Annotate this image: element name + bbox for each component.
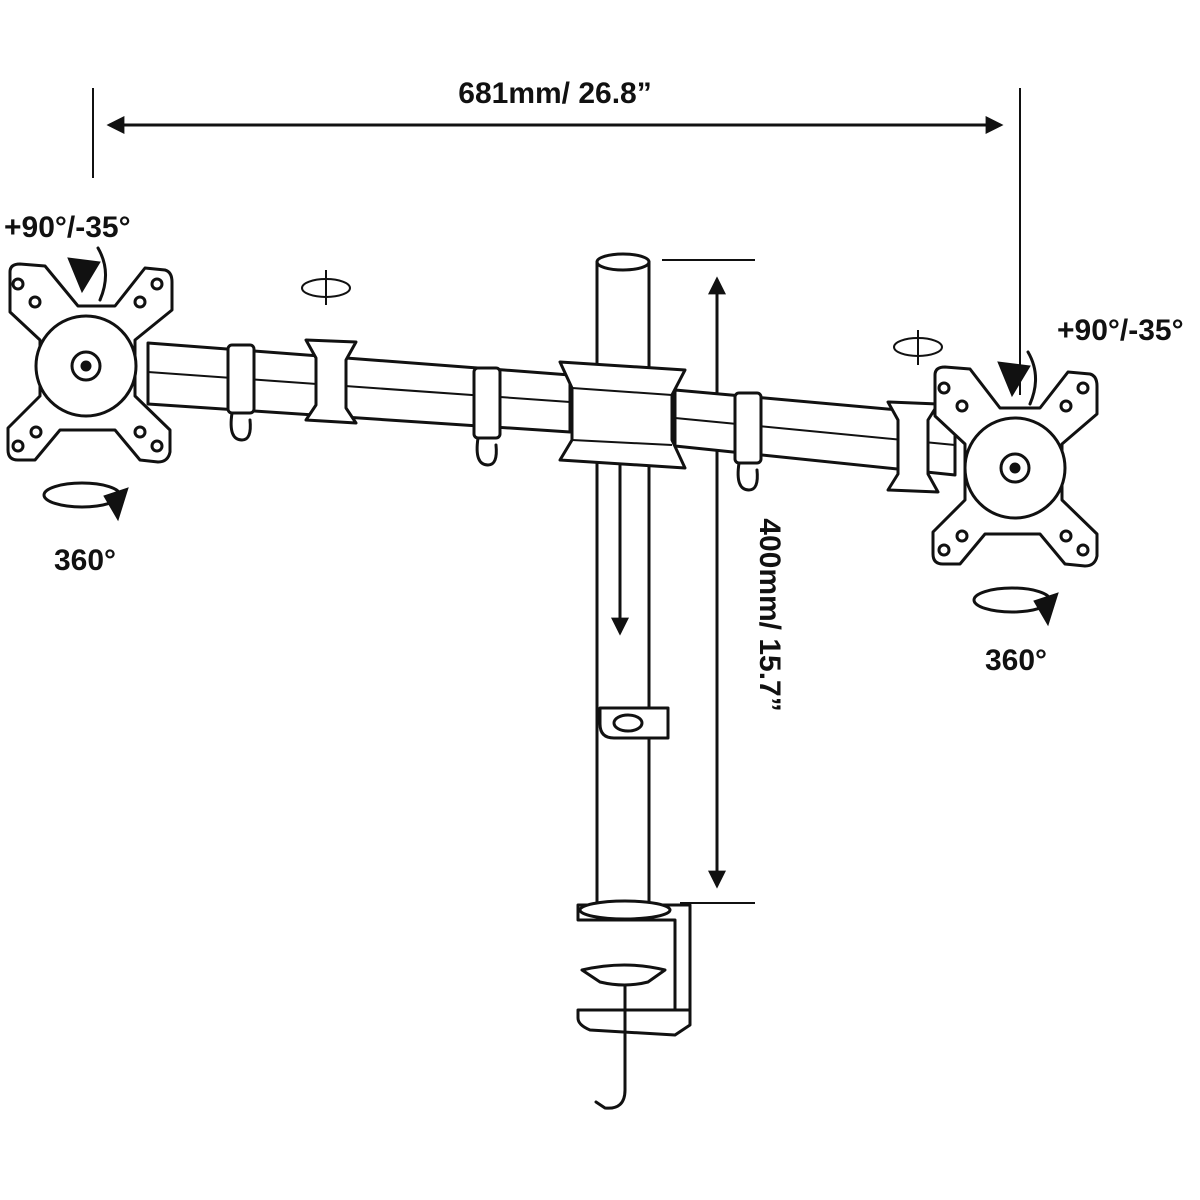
hub-edge-bottom (571, 439, 673, 446)
hub-edge-top (571, 387, 673, 396)
right-vesa-center (1009, 462, 1021, 474)
right-vesa-hole (955, 399, 969, 413)
left-vesa-hole (150, 439, 164, 453)
desk-clamp (576, 899, 692, 1110)
pole-top-cap (595, 252, 651, 272)
left-vesa-hole (133, 295, 147, 309)
left-vesa-hole (11, 439, 25, 453)
left-tilt-arc (96, 246, 107, 302)
clamp-handle (594, 1088, 627, 1110)
right-tilt-indicator (997, 350, 1037, 406)
right-tilt-arc (1026, 350, 1037, 406)
clamp-pad (580, 963, 667, 987)
left-arm-cable-clip-2 (472, 366, 502, 440)
clamp-top-plate (578, 899, 672, 921)
left-vesa-hole (29, 425, 43, 439)
right-vesa-hole (1059, 399, 1073, 413)
width-dimension: 681mm/ 26.8” (92, 77, 1021, 395)
right-rotate-arrowhead (1033, 592, 1059, 627)
right-vesa-hole (1076, 381, 1090, 395)
right-vesa-plate (931, 365, 1099, 568)
right-rotate-label: 360° (985, 644, 1047, 677)
left-rotate-arrowhead (103, 487, 129, 522)
left-arm-joint (304, 338, 358, 425)
left-tilt-label: +90°/-35° (4, 211, 131, 244)
hub-body (558, 360, 687, 470)
right-rotate-indicator (972, 586, 1059, 627)
left-arm-cable-clip-1 (226, 343, 256, 415)
height-label: 400mm/ 15.7” (753, 518, 786, 711)
left-vesa-hole (150, 277, 164, 291)
left-arm-hook-1 (229, 411, 252, 442)
height-dimension: 400mm/ 15.7” (662, 259, 786, 904)
left-rotate-indicator (42, 481, 129, 522)
left-tilt-arrowhead (67, 257, 101, 294)
right-vesa-hole (937, 543, 951, 557)
right-arm (673, 330, 957, 494)
right-tilt-arrowhead (997, 361, 1031, 398)
cable-clip-hole (612, 713, 644, 733)
left-vesa-hole (11, 277, 25, 291)
left-arm-hook-2 (475, 436, 498, 467)
right-vesa-hole (955, 529, 969, 543)
central-hub (558, 360, 687, 470)
left-vesa-center (80, 360, 92, 372)
right-arm-hook (736, 461, 759, 492)
left-vesa-hole (133, 425, 147, 439)
width-label: 681mm/ 26.8” (458, 77, 651, 110)
right-arm-cable-clip (733, 391, 763, 465)
left-rotate-label: 360° (54, 544, 116, 577)
left-tilt-indicator (67, 246, 107, 302)
right-vesa-hole (937, 381, 951, 395)
right-tilt-label: +90°/-35° (1057, 314, 1184, 347)
left-arm (146, 270, 572, 467)
left-vesa-plate (6, 262, 174, 464)
right-vesa-hole (1076, 543, 1090, 557)
pole-body (595, 260, 651, 914)
right-vesa-hole (1059, 529, 1073, 543)
left-vesa-hole (28, 295, 42, 309)
clamp-bottom-plate (576, 1008, 692, 1037)
pole (595, 252, 670, 914)
